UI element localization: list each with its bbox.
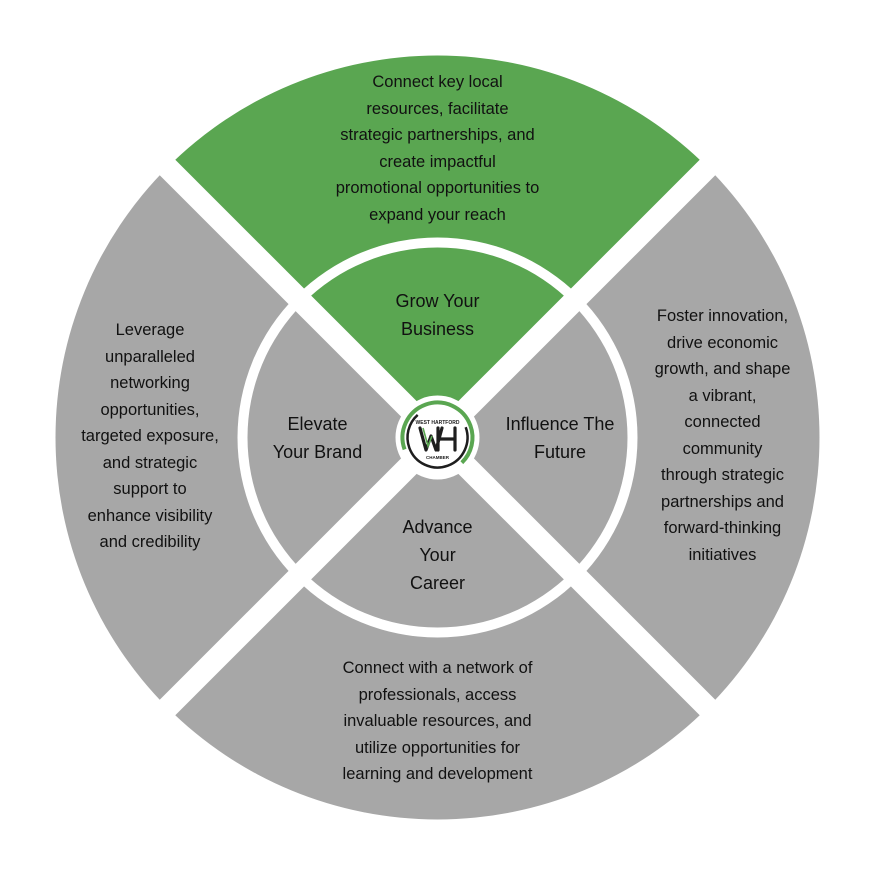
inner-circle: [247, 247, 628, 628]
advance-career-description: Connect with a network of professionals,…: [342, 659, 533, 783]
influence-future-title: Influence The Future: [505, 414, 615, 462]
inner-segment-right: [437, 303, 628, 572]
grow-business-description: Connect key local resources, facilitate …: [335, 73, 540, 224]
inner-segment-top: [303, 247, 572, 438]
inner-segment-left: [247, 303, 438, 572]
advance-career-title: Advance Your Career: [402, 517, 473, 593]
elevate-brand-title: Elevate Your Brand: [272, 414, 363, 462]
grow-business-title: Grow Your Business: [395, 291, 480, 339]
logo: WEST HARTFORD CHAMBER: [395, 395, 480, 480]
elevate-brand-description: Leverage unparalleled networking opportu…: [81, 321, 219, 551]
inner-segment-bottom: [303, 437, 572, 628]
logo-bottom-text: CHAMBER: [426, 455, 450, 460]
influence-future-description: Foster innovation, drive economic growth…: [654, 307, 791, 564]
logo-top-text: WEST HARTFORD: [416, 420, 460, 426]
logo-monogram-mark: [418, 426, 457, 452]
